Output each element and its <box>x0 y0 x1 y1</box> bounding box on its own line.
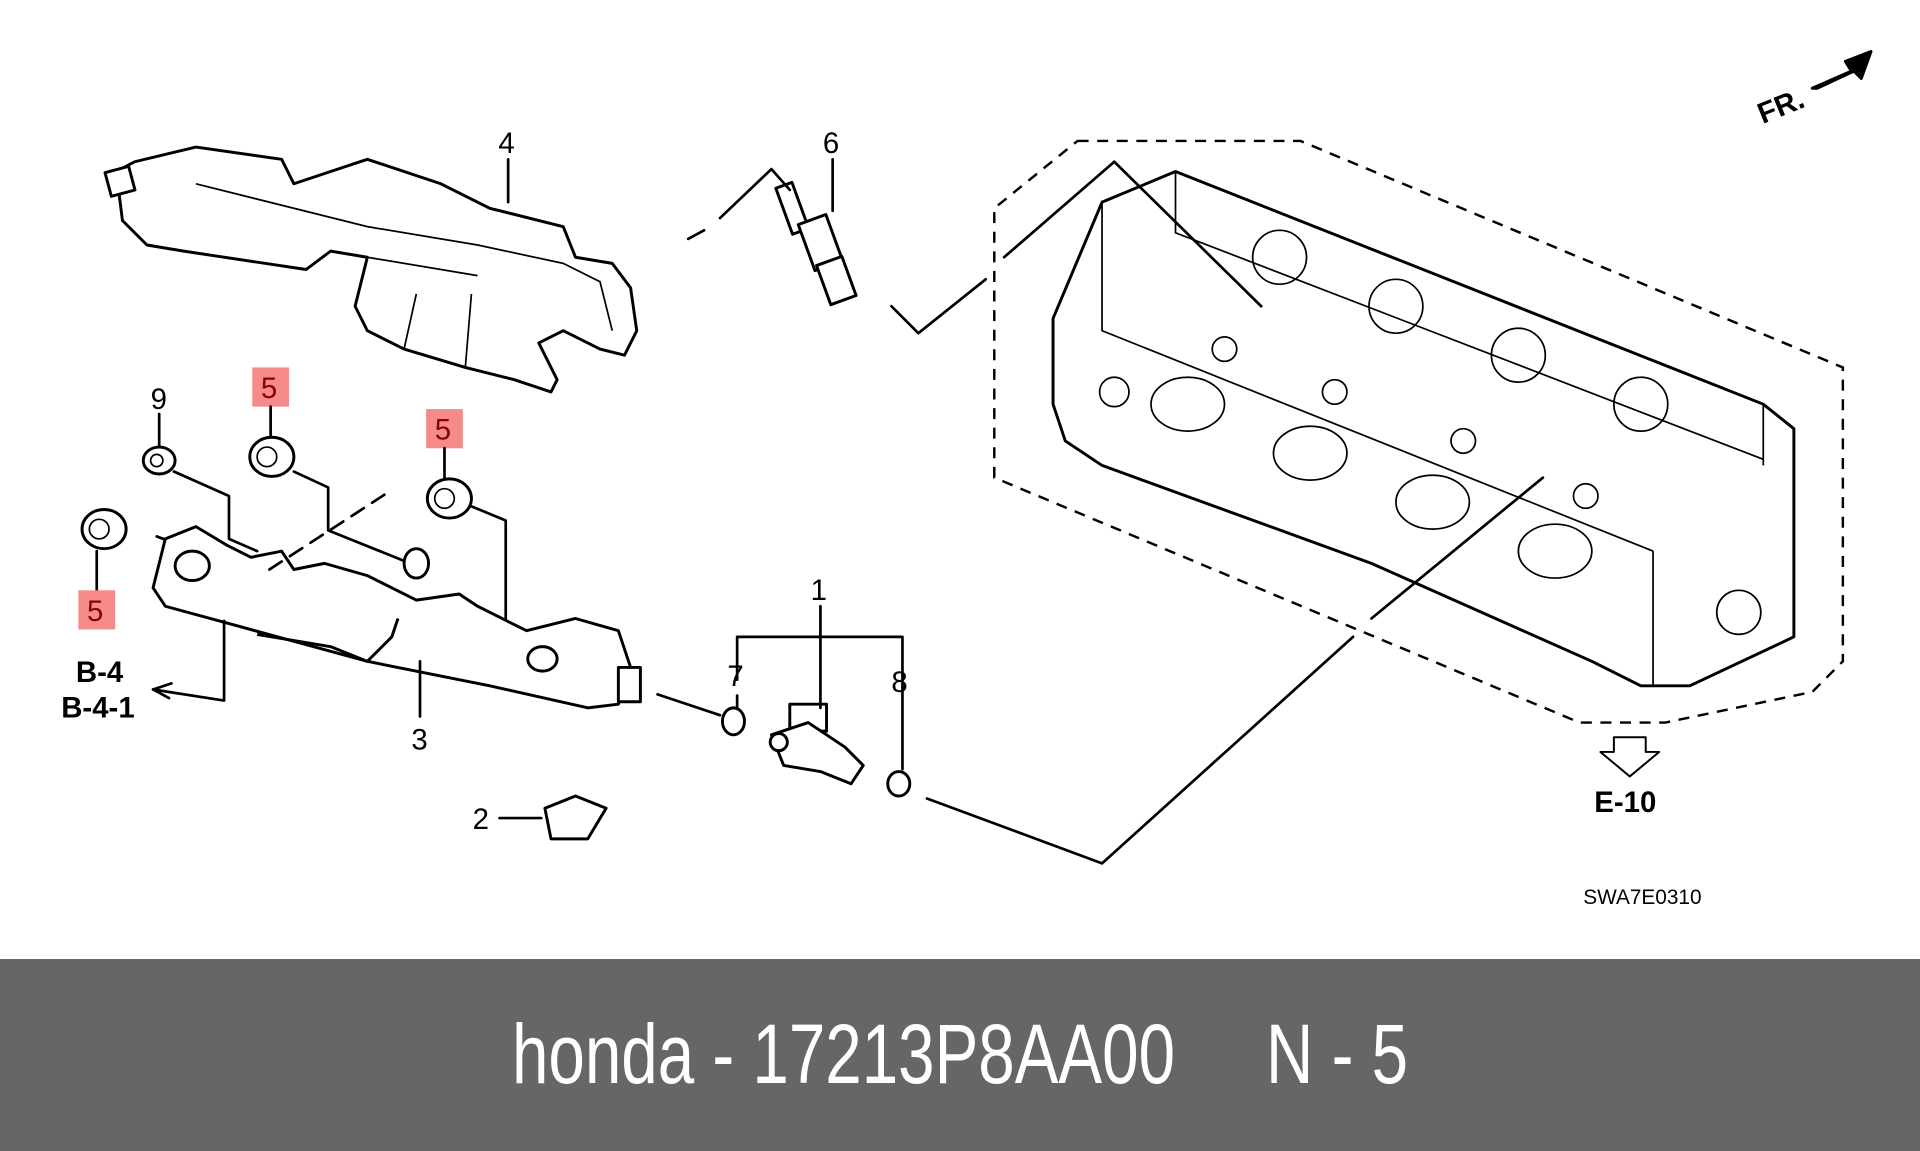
callout-5-highlight: 5 <box>426 409 463 449</box>
callout-4: 4 <box>498 127 514 160</box>
part-2-clip[interactable] <box>543 794 608 841</box>
part-info-banner: honda - 17213P8AA00 N - 5 <box>0 959 1920 1151</box>
part-5-grommet[interactable] <box>248 435 296 478</box>
part-number: 17213P8AA00 <box>752 1007 1176 1101</box>
part-8-o-ring[interactable] <box>886 770 912 798</box>
parts-diagram: FR. 4 6 E-10 SWA7E0310 <box>61 50 1873 909</box>
callout-8: 8 <box>891 666 907 699</box>
svg-text:5: 5 <box>435 414 451 447</box>
brand-name: honda <box>511 1007 695 1101</box>
separator: - <box>694 1007 753 1101</box>
front-arrow-icon: FR. <box>1753 50 1873 131</box>
part-5-grommet[interactable] <box>425 477 473 520</box>
callout-3: 3 <box>411 724 427 757</box>
part-title: honda - 17213P8AA00 N - 5 <box>211 1009 1709 1099</box>
callout-5-highlight: 5 <box>252 367 289 407</box>
part-3-fuel-rail[interactable] <box>151 525 642 710</box>
part-5-grommet[interactable] <box>80 508 128 551</box>
callout-9: 9 <box>151 383 167 416</box>
cylinder-head <box>1051 170 1796 688</box>
drawing-code: SWA7E0310 <box>1583 886 1701 909</box>
callout-1: 1 <box>811 574 827 607</box>
callout-7: 7 <box>727 660 743 693</box>
reference-label: N - 5 <box>1266 1007 1409 1101</box>
ref-e10[interactable]: E-10 <box>1594 786 1656 819</box>
part-4-cover[interactable] <box>103 145 639 394</box>
ref-b4[interactable]: B-4 <box>76 656 124 689</box>
part-1-injector[interactable] <box>768 702 865 786</box>
svg-text:5: 5 <box>87 595 103 628</box>
callout-6: 6 <box>823 127 839 160</box>
front-label: FR. <box>1753 82 1809 130</box>
part-6[interactable] <box>774 180 858 307</box>
svg-text:5: 5 <box>261 372 277 405</box>
down-arrow-icon <box>1599 736 1661 778</box>
part-7-o-ring[interactable] <box>720 706 746 737</box>
ref-b4-1[interactable]: B-4-1 <box>61 692 134 725</box>
callout-5-highlight: 5 <box>78 590 116 630</box>
gap <box>1175 1007 1266 1101</box>
part-9-collar[interactable] <box>141 445 177 476</box>
callout-2: 2 <box>473 803 489 836</box>
